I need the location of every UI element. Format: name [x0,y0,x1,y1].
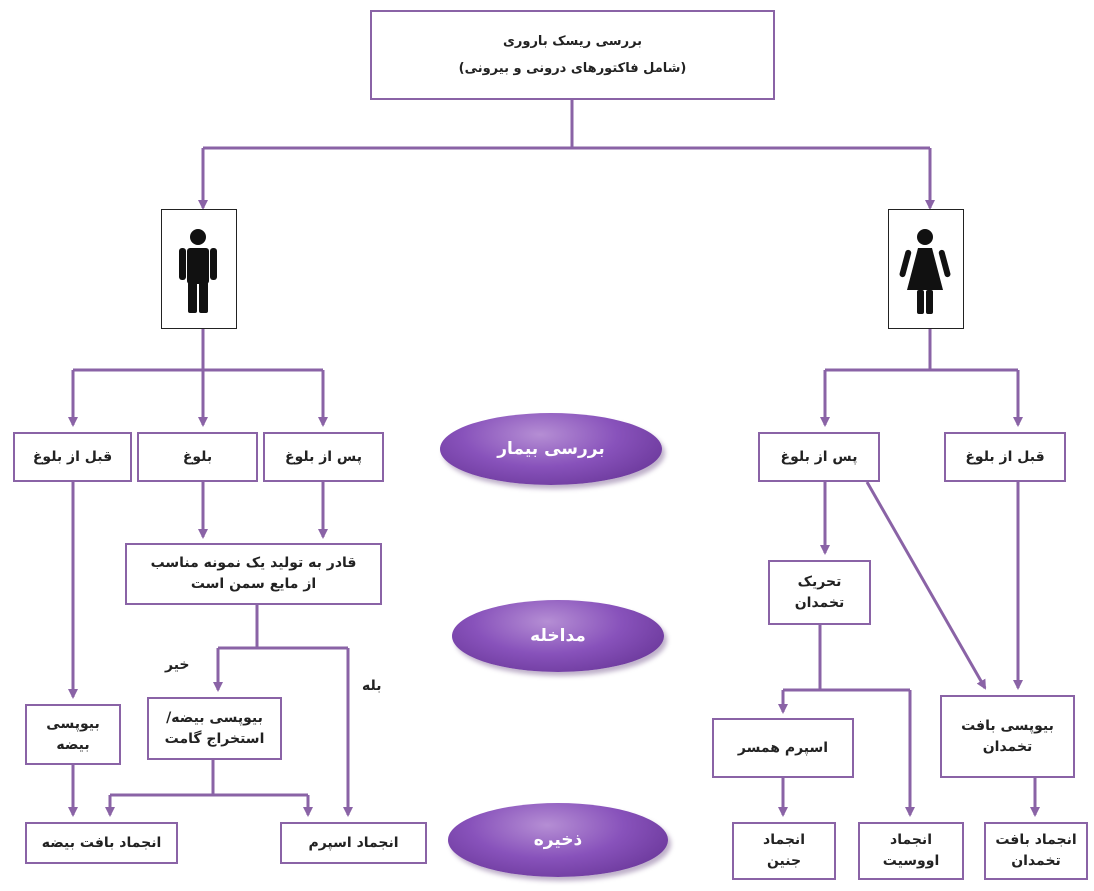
female-after-puberty-label: پس از بلوغ [780,448,858,465]
stimulation-line-1: تحریک [797,573,842,590]
connector-male-split [73,328,323,372]
ovarian-stimulation-box: تحریک تخمدان [768,560,871,625]
stage-oval-intervention: مداخله [452,600,664,672]
ovarian-tissue-freezing-line-2: تخمدان [1011,853,1061,869]
testis-tissue-freezing-label: انجماد بافت بیضه [41,834,162,851]
female-before-puberty-label: قبل از بلوغ [965,448,1045,465]
partner-sperm-label: اسپرم همسر [737,739,829,756]
stage-label-intervention: مداخله [530,626,586,646]
title-line-2: (شامل فاکتورهای درونی و بیرونی) [458,61,687,76]
answer-yes-label: بله [362,678,382,694]
testis-biopsy-line-2: بیضه [56,736,90,753]
male-after-puberty-label: پس از بلوغ [285,448,362,465]
title-box: بررسی ریسک باروری (شامل فاکتورهای درونی … [370,10,775,100]
female-icon-box [888,209,964,329]
male-puberty-label: بلوغ [182,448,213,465]
question-line-1: قادر به تولید یک نمونه مناسب [150,555,357,571]
stage-oval-assessment: بررسی بیمار [440,413,662,485]
male-before-puberty-box: قبل از بلوغ [13,432,132,482]
extraction-line-2: استخراج گامت [164,730,265,747]
embryo-freezing-line-2: جنین [766,853,802,869]
female-after-puberty-box: پس از بلوغ [758,432,880,482]
testis-biopsy-line-1: بیوپسی [46,715,100,732]
connector-stimulation-split [783,625,910,692]
ovarian-biopsy-line-2: تخمدان [982,738,1033,755]
connector-question-split [218,605,348,650]
partner-sperm-box: اسپرم همسر [712,718,854,778]
ovarian-tissue-biopsy-box: بیوپسی بافت تخمدان [940,695,1075,778]
female-person-icon [899,229,951,314]
testis-biopsy-box: بیوپسی بیضه [25,704,121,765]
female-before-puberty-box: قبل از بلوغ [944,432,1066,482]
embryo-freezing-box: انجماد جنین [732,822,836,880]
male-after-puberty-box: پس از بلوغ [263,432,384,482]
connector-extraction-split [110,760,308,797]
biopsy-gamete-extraction-box: بیوپسی بیضه/ استخراج گامت [147,697,282,760]
oocyte-freezing-box: انجماد اووسیت [858,822,964,880]
oocyte-freezing-line-2: اووسیت [882,853,940,869]
oocyte-freezing-line-1: انجماد [890,832,932,848]
semen-sample-question-box: قادر به تولید یک نمونه مناسب از مایع سمن… [125,543,382,605]
arrow-after-to-ovarian-biopsy [865,481,987,690]
question-line-2: از مایع سمن است [190,576,317,592]
answer-no-label: خیر [165,657,190,673]
male-puberty-box: بلوغ [137,432,258,482]
stimulation-line-2: تخمدان [794,594,845,611]
embryo-freezing-line-1: انجماد [763,832,805,848]
ovarian-tissue-freezing-line-1: انجماد بافت [995,832,1077,848]
connector-top-split [203,100,930,150]
male-person-icon [179,229,217,313]
male-before-puberty-label: قبل از بلوغ [32,448,113,465]
testis-tissue-freezing-box: انجماد بافت بیضه [25,822,178,864]
stage-label-assessment: بررسی بیمار [497,439,605,459]
sperm-freezing-label: انجماد اسپرم [308,834,399,851]
sperm-freezing-box: انجماد اسپرم [280,822,427,864]
stage-oval-storage: ذخیره [448,803,668,877]
ovarian-biopsy-line-1: بیوپسی بافت [961,717,1054,734]
stage-label-storage: ذخیره [533,830,583,850]
male-icon-box [161,209,237,329]
ovarian-tissue-freezing-box: انجماد بافت تخمدان [984,822,1088,880]
extraction-line-1: بیوپسی بیضه/ [166,709,263,726]
connector-female-split [825,328,1018,372]
title-line-1: بررسی ریسک باروری [502,33,643,49]
